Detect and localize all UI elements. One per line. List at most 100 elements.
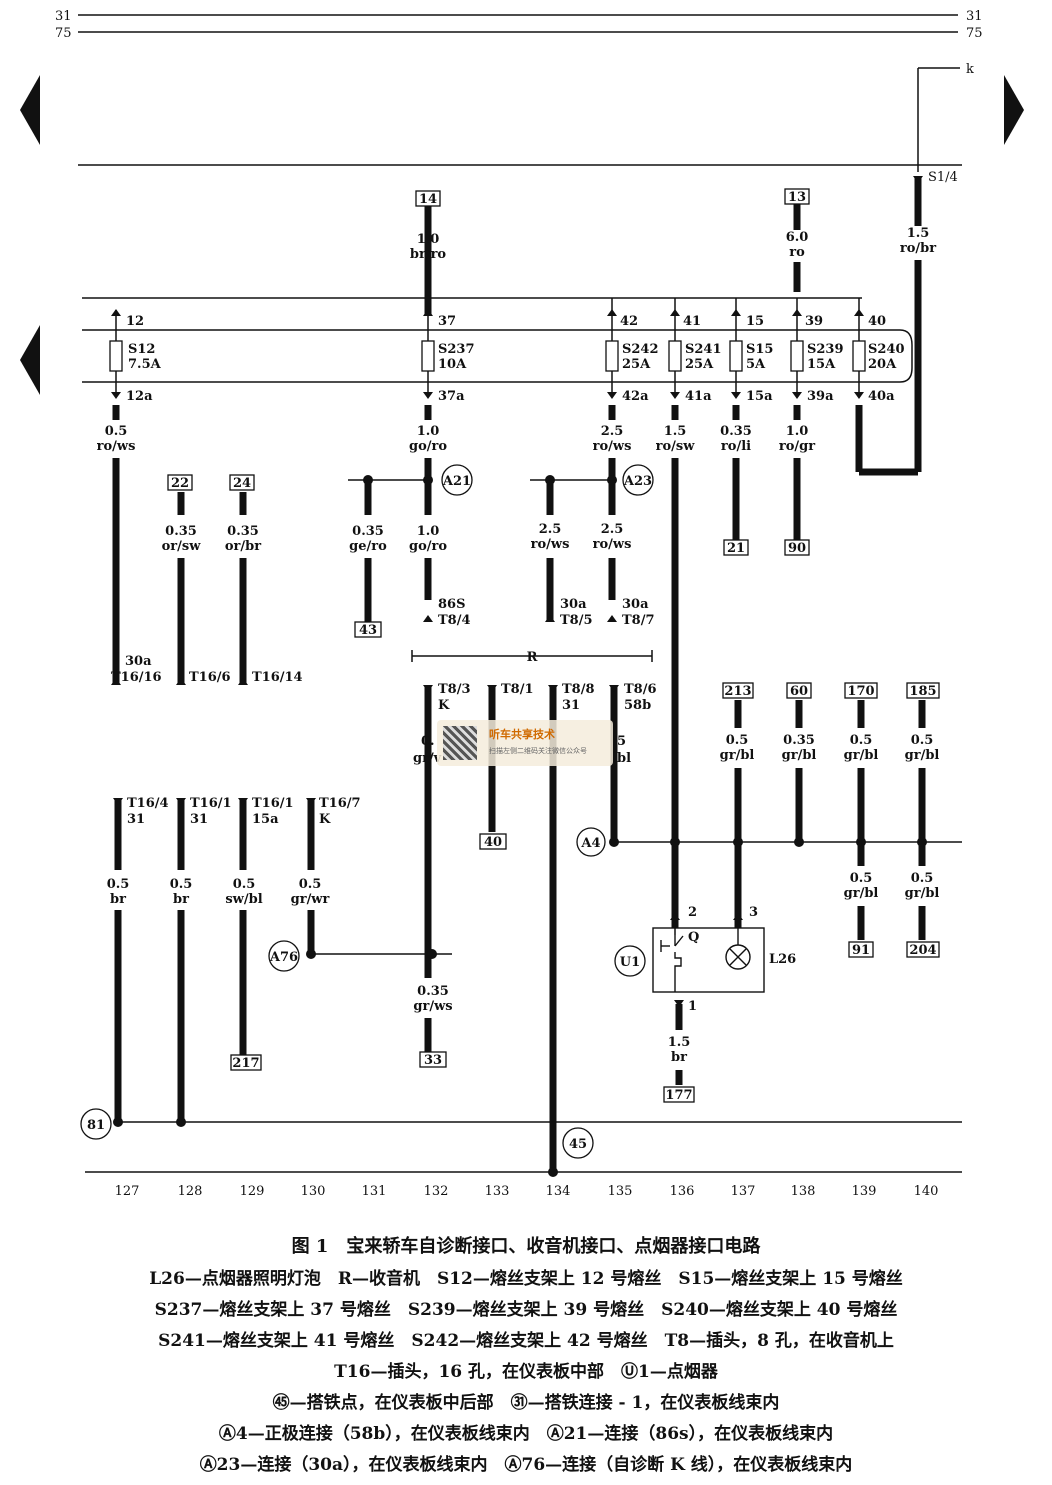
- svg-text:T8/7: T8/7: [622, 613, 655, 628]
- switch-q-label: Q: [688, 930, 699, 945]
- svg-text:ro/ws: ro/ws: [97, 439, 136, 454]
- svg-text:K: K: [438, 698, 450, 713]
- fuse-arrows: [111, 176, 923, 399]
- watermark-subtitle: 扫描左侧二维码关注微信公众号: [489, 747, 587, 755]
- fuse-s240-name: S240: [868, 342, 905, 357]
- svg-text:0.35: 0.35: [227, 524, 259, 539]
- svg-text:0.5: 0.5: [233, 877, 256, 892]
- svg-text:T16/1: T16/1: [190, 796, 232, 811]
- svg-text:T8/4: T8/4: [438, 613, 471, 628]
- svg-text:127: 127: [115, 1184, 140, 1199]
- fuse-s240-rating: 20A: [868, 357, 897, 372]
- ref-24: 24: [233, 476, 251, 491]
- svg-text:136: 136: [670, 1184, 695, 1199]
- svg-text:T16/1: T16/1: [252, 796, 294, 811]
- connector-u1: U1: [620, 955, 640, 970]
- svg-text:0.5: 0.5: [911, 733, 934, 748]
- legend-line-5: ㊺—搭铁点，在仪表板中后部 ㉛—搭铁连接 - 1，在仪表板线束内: [272, 1393, 780, 1413]
- svg-text:gr/ws: gr/ws: [413, 999, 452, 1014]
- fuse-s242-in: 42: [620, 314, 638, 329]
- pin-1-label: 1: [688, 999, 697, 1014]
- svg-text:go/ro: go/ro: [409, 539, 447, 554]
- svg-text:140: 140: [914, 1184, 939, 1199]
- svg-text:gr/bl: gr/bl: [844, 886, 879, 901]
- svg-text:0.35: 0.35: [165, 524, 197, 539]
- svg-text:0.35: 0.35: [720, 424, 752, 439]
- next-page-arrow-icon[interactable]: [1004, 75, 1024, 145]
- svg-text:86S: 86S: [438, 597, 465, 612]
- svg-text:2.5: 2.5: [539, 522, 562, 537]
- svg-text:T8/3: T8/3: [438, 682, 471, 697]
- thick-wires: [112, 176, 926, 1172]
- ref-14: 14: [419, 192, 437, 207]
- fuse-s237-out: 37a: [438, 389, 465, 404]
- ground-45: 45: [569, 1137, 587, 1152]
- pin-arrows: [111, 615, 743, 1007]
- ref-22: 22: [171, 476, 189, 491]
- legend-line-6: Ⓐ4—正极连接（58b），在仪表板线束内 Ⓐ21—连接（86s），在仪表板线束内: [218, 1424, 834, 1444]
- ref-40: 40: [484, 835, 502, 850]
- ref-170: 170: [847, 684, 874, 699]
- fuse-s12-out: 12a: [126, 389, 153, 404]
- svg-text:ge/ro: ge/ro: [349, 539, 387, 554]
- ref-13: 13: [788, 190, 806, 205]
- pin-2-label: 2: [688, 905, 697, 920]
- svg-text:2.5: 2.5: [601, 522, 624, 537]
- svg-text:sw/bl: sw/bl: [225, 892, 262, 907]
- svg-text:130: 130: [301, 1184, 326, 1199]
- fuse-s15-rating: 5A: [746, 357, 766, 372]
- svg-text:bl: bl: [617, 751, 631, 766]
- svg-text:gr/v: gr/v: [413, 751, 442, 766]
- svg-text:ro/gr: ro/gr: [779, 439, 815, 454]
- svg-text:0.5: 0.5: [726, 733, 749, 748]
- ref-90: 90: [788, 541, 806, 556]
- svg-text:1.0: 1.0: [786, 424, 809, 439]
- fuse-s15-name: S15: [746, 342, 773, 357]
- fuse-s239-out: 39a: [807, 389, 834, 404]
- svg-text:1.0: 1.0: [417, 524, 440, 539]
- svg-text:0.35: 0.35: [417, 984, 449, 999]
- legend-line-7: Ⓐ23—连接（30a），在仪表板线束内 Ⓐ76—连接（自诊断 K 线），在仪表板…: [199, 1455, 853, 1475]
- watermark: 听车共享技术 扫描左侧二维码关注微信公众号: [437, 720, 613, 766]
- fuse-s242-out: 42a: [622, 389, 649, 404]
- legend-line-4: T16—插头，16 孔，在仪表板中部 Ⓤ1—点烟器: [334, 1362, 718, 1382]
- fuse-s12-rating: 7.5A: [128, 357, 162, 372]
- svg-text:2.5: 2.5: [601, 424, 624, 439]
- svg-text:gr/bl: gr/bl: [905, 748, 940, 763]
- fuse-s237-rating: 10A: [438, 357, 467, 372]
- cigarette-lighter: [652, 927, 765, 993]
- ref-60: 60: [790, 684, 808, 699]
- svg-text:134: 134: [546, 1184, 571, 1199]
- svg-text:5: 5: [617, 734, 626, 749]
- ref-213: 213: [724, 684, 751, 699]
- svg-text:go/ro: go/ro: [409, 439, 447, 454]
- ref-33: 33: [424, 1053, 442, 1068]
- svg-text:132: 132: [424, 1184, 449, 1199]
- prev-page-arrow-icon[interactable]: [20, 75, 40, 145]
- svg-text:133: 133: [485, 1184, 510, 1199]
- svg-text:T8/8: T8/8: [562, 682, 595, 697]
- svg-text:T16/4: T16/4: [127, 796, 169, 811]
- svg-text:129: 129: [240, 1184, 265, 1199]
- svg-text:1.0: 1.0: [417, 424, 440, 439]
- svg-text:gr/bl: gr/bl: [905, 886, 940, 901]
- legend-line-1: L26—点烟器照明灯泡 R—收音机 S12—熔丝支架上 12 号熔丝 S15—熔…: [149, 1269, 903, 1289]
- fuse-s15-in: 15: [746, 314, 764, 329]
- svg-text:T16/16: T16/16: [111, 670, 162, 685]
- svg-text:128: 128: [178, 1184, 203, 1199]
- prev-section-arrow-icon[interactable]: [20, 325, 40, 395]
- rail-75-left: 75: [55, 26, 72, 41]
- svg-text:ro: ro: [789, 245, 805, 260]
- k-line: [917, 67, 960, 172]
- wiring-diagram: 31 75 31 75 k S1/4: [20, 9, 1024, 1199]
- svg-text:0.35: 0.35: [783, 733, 815, 748]
- pin-labels: 30a T16/16 T16/6 T16/14 86S T8/4 30a T8/…: [111, 597, 657, 827]
- svg-text:135: 135: [608, 1184, 633, 1199]
- fuse-s15-out: 15a: [746, 389, 773, 404]
- svg-text:or/br: or/br: [225, 539, 261, 554]
- svg-text:0.5: 0.5: [107, 877, 130, 892]
- column-numbers: 127 128 129 130 131 132 133 134 135 136 …: [115, 1184, 939, 1199]
- svg-text:0.5: 0.5: [850, 871, 873, 886]
- fuse-s237-name: S237: [438, 342, 475, 357]
- svg-text:or/sw: or/sw: [162, 539, 202, 554]
